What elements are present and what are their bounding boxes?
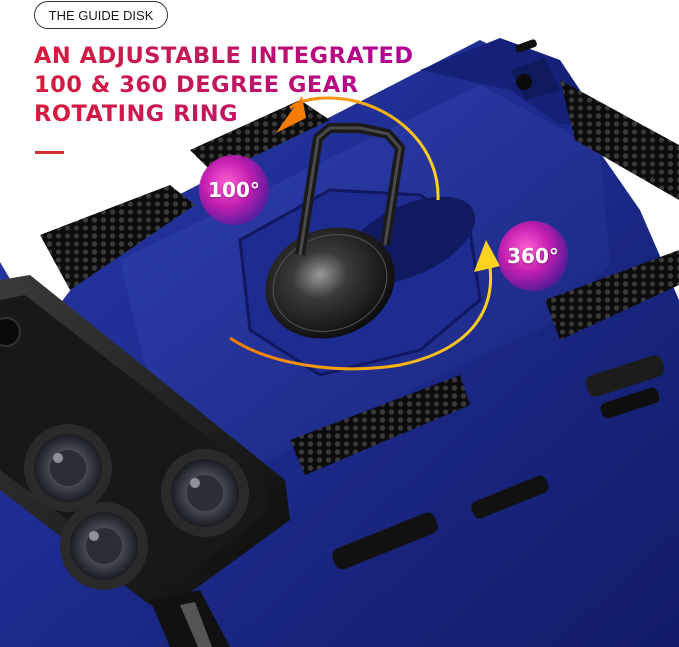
camera-lens xyxy=(60,502,148,590)
tilt-angle-badge: 100° xyxy=(199,155,269,225)
grip-strip xyxy=(290,375,470,475)
corner-bumper xyxy=(420,38,600,125)
spin-angle-badge: 360° xyxy=(498,221,568,291)
ring-disc xyxy=(265,227,395,339)
grip-strip xyxy=(40,185,195,290)
headline-line-3: ROTATING RING xyxy=(34,100,414,129)
headline-line-2: 100 & 360 DEGREE GEAR xyxy=(34,71,414,100)
rotation-arrow-360 xyxy=(229,254,493,371)
camera-lens xyxy=(24,424,112,512)
side-button xyxy=(585,355,665,397)
guide-disk-badge: THE GUIDE DISK xyxy=(34,1,168,29)
side-button xyxy=(332,512,438,570)
grip-strip xyxy=(545,250,679,340)
accent-divider xyxy=(35,151,64,154)
camera-lens xyxy=(161,449,249,537)
rotation-arrow-100 xyxy=(289,96,440,201)
headline-line-1: AN ADJUSTABLE INTEGRATED xyxy=(34,43,414,69)
feature-headline: AN ADJUSTABLE INTEGRATED 100 & 360 DEGRE… xyxy=(34,42,414,129)
grip-strip xyxy=(560,80,679,200)
